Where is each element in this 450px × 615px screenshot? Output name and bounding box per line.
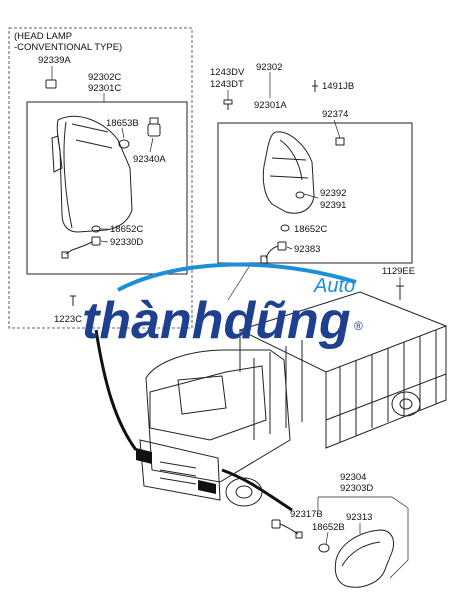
conventional-headlamp-group-frame bbox=[8, 27, 193, 329]
label-92339A: 92339A bbox=[38, 55, 71, 66]
group-title-line1: (HEAD LAMP bbox=[14, 31, 72, 42]
label-92383: 92383 bbox=[294, 244, 320, 255]
label-92392: 92392 bbox=[320, 188, 346, 199]
headlamp-subassembly-frame bbox=[26, 101, 188, 275]
label-92317B: 92317B bbox=[290, 509, 323, 520]
label-1243DT: 1243DT bbox=[210, 79, 244, 90]
rear-lamp-subassembly-frame bbox=[217, 122, 413, 264]
label-18652C-left: 18652C bbox=[110, 224, 143, 235]
label-1243DV: 1243DV bbox=[210, 67, 245, 78]
part-92313-side-marker-lens bbox=[334, 529, 394, 588]
part-1243D-bolt bbox=[223, 99, 233, 110]
label-92391: 92391 bbox=[320, 200, 346, 211]
watermark-registered-mark: ® bbox=[354, 319, 363, 333]
part-1223C-screw bbox=[70, 295, 76, 306]
part-92383-wire-socket bbox=[260, 241, 287, 264]
watermark-brand-text: thànhdũng bbox=[82, 292, 351, 350]
label-92302C: 92302C bbox=[88, 72, 121, 83]
label-1129EE: 1129EE bbox=[382, 266, 415, 277]
part-92391-bulb bbox=[295, 191, 305, 199]
part-18652C-bulb-right bbox=[280, 224, 290, 232]
label-92330D: 92330D bbox=[110, 237, 143, 248]
label-92313: 92313 bbox=[346, 512, 372, 523]
label-1223C: 1223C bbox=[54, 314, 82, 325]
part-92340A-socket bbox=[147, 117, 161, 137]
part-92317B-wire-socket bbox=[271, 519, 303, 539]
label-92301A: 92301A bbox=[254, 100, 287, 111]
group-title-line2: -CONVENTIONAL TYPE) bbox=[14, 42, 122, 53]
truck-headlamp-marker bbox=[136, 448, 152, 464]
label-92340A: 92340A bbox=[133, 154, 166, 165]
label-1491JB: 1491JB bbox=[322, 81, 354, 92]
watermark-car-swoosh bbox=[117, 262, 357, 292]
part-1129EE-bolt bbox=[396, 285, 404, 300]
label-18653B: 18653B bbox=[106, 118, 139, 129]
watermark-logo: Auto thànhdũng ® bbox=[82, 262, 363, 350]
label-18652B: 18652B bbox=[312, 522, 345, 533]
label-92374: 92374 bbox=[322, 109, 348, 120]
label-92302: 92302 bbox=[256, 62, 282, 73]
truck-illustration bbox=[94, 261, 448, 512]
part-18652B-bulb bbox=[318, 543, 330, 553]
label-18652C-right: 18652C bbox=[294, 224, 327, 235]
part-92302C-headlamp-housing bbox=[51, 115, 133, 233]
part-92339A-clip bbox=[45, 79, 57, 89]
part-92330D-wire-socket bbox=[61, 236, 101, 259]
part-1491JB-screw bbox=[312, 80, 318, 92]
watermark-auto-text: Auto bbox=[313, 275, 355, 297]
part-92302-rear-lamp-body bbox=[262, 131, 315, 214]
label-92301C: 92301C bbox=[88, 83, 121, 94]
part-18653B-bulb bbox=[118, 139, 130, 149]
label-92304: 92304 bbox=[340, 472, 366, 483]
part-92374-grommet bbox=[335, 137, 345, 146]
label-92303D: 92303D bbox=[340, 483, 373, 494]
